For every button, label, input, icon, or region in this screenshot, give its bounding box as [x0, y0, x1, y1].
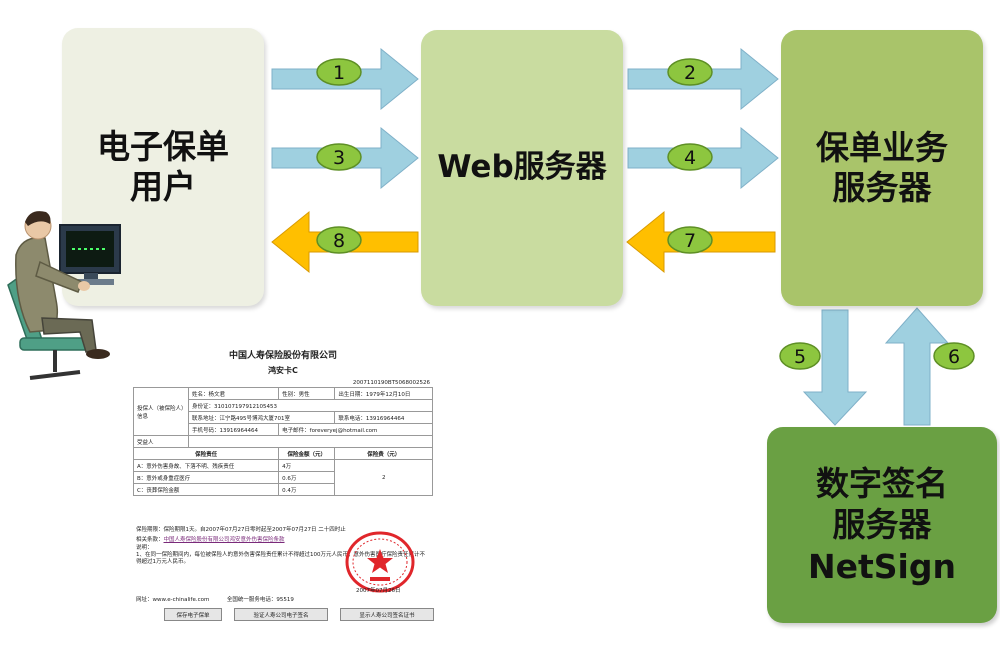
- verify-signature-button[interactable]: 验证人寿公司电子签名: [234, 608, 328, 621]
- arrow-step-4: 4: [627, 126, 779, 190]
- badge-7: [667, 226, 713, 254]
- cert-hotline: 全国统一服务电话：95519: [226, 597, 294, 603]
- insurance-policy-document: 中国人寿保险股份有限公司 鸿安卡C 2007110190BT5068002526…: [130, 345, 436, 625]
- node-web-server: Web服务器: [421, 30, 623, 306]
- cert-note: 说明： 1、在同一保险期间内，每位被保险人的意外伤害保险责任累计不得超过100万…: [136, 545, 426, 566]
- cert-period: 保险期限：保险期限1天。自2007年07月27日零时起至2007年07月27日 …: [136, 527, 346, 533]
- node-signature-server: 数字签名 服务器 NetSign: [767, 427, 997, 623]
- arrow-step-1: 1: [271, 47, 419, 111]
- cert-row-item: A：意外伤害身故、下落不明、残疾责任: [132, 459, 280, 472]
- arrow-step-6: 6: [884, 307, 975, 426]
- cert-note-text: 1、在同一保险期间内，每位被保险人的意外伤害保险责任累计不得超过100万元人民币…: [136, 552, 426, 566]
- cert-clause-label: 相关条款：: [136, 537, 164, 543]
- cert-col-amount: 保险金额（元）: [278, 447, 336, 460]
- arrow-step-7: 7: [626, 210, 776, 274]
- node-client: 电子保单 用户: [62, 28, 264, 306]
- cert-row-amount: 0.6万: [278, 471, 336, 484]
- badge-3: [316, 143, 362, 171]
- badge-8: [316, 226, 362, 254]
- cert-col-liability: 保险责任: [132, 447, 280, 460]
- node-business-server: 保单业务 服务器: [781, 30, 983, 306]
- badge-4: [667, 143, 713, 171]
- cert-birth: 出生日期：1979年12月10日: [334, 387, 433, 400]
- cert-email: 电子邮件：foreveryej@hotmail.com: [278, 423, 433, 436]
- step-label-5: 5: [794, 346, 806, 368]
- badge-2: [667, 58, 713, 86]
- step-label-3: 3: [333, 147, 345, 169]
- cert-row-premium: 2: [334, 459, 433, 496]
- cert-col-premium: 保险费（元）: [334, 447, 433, 460]
- company-seal-icon: [345, 531, 415, 593]
- step-label-8: 8: [333, 230, 345, 252]
- cert-gender: 性别：男性: [278, 387, 336, 400]
- arrow-step-2: 2: [627, 47, 779, 111]
- cert-name: 姓名：杨文君: [187, 387, 280, 400]
- cert-beneficiary: 受益人: [133, 435, 189, 448]
- cert-website: 网址：www.e-chinalife.com: [136, 597, 210, 603]
- show-certificate-button[interactable]: 显示人寿公司签名证书: [340, 608, 434, 621]
- badge-1: [316, 58, 362, 86]
- node-web-server-label: Web服务器: [437, 149, 607, 186]
- cert-row-item: B：意外或身重症医疗: [132, 471, 280, 484]
- arrow-step-5: 5: [779, 309, 868, 426]
- arrow-step-3: 3: [271, 126, 419, 190]
- cert-title: 中国人寿保险股份有限公司: [228, 351, 337, 361]
- cert-row-amount: 4万: [278, 459, 336, 472]
- save-policy-button[interactable]: 保存电子保单: [164, 608, 222, 621]
- arrow-step-8: 8: [271, 210, 419, 274]
- node-business-server-label: 保单业务 服务器: [816, 128, 948, 207]
- cert-subtitle: 鸿安卡C: [268, 366, 298, 375]
- cert-insured-label: 投保人（被保险人）信息: [133, 387, 189, 436]
- cert-phone: 联系电话：13916964464: [334, 411, 433, 424]
- cert-address: 联系地址：江宁路495号博鸿大厦701室: [187, 411, 336, 424]
- step-label-4: 4: [684, 147, 696, 169]
- node-client-label: 电子保单 用户: [97, 127, 229, 206]
- node-signature-server-label: 数字签名 服务器 NetSign: [808, 464, 956, 586]
- badge-6: [933, 342, 975, 370]
- step-label-1: 1: [333, 62, 345, 84]
- arrow-5-shape: [802, 309, 868, 426]
- cert-footer: 网址：www.e-chinalife.com 全国统一服务电话：95519: [136, 595, 294, 603]
- cert-clause-link[interactable]: 中国人寿保险股份有限公司鸿安意外伤害保险条款: [163, 537, 285, 543]
- cert-table: 投保人（被保险人）信息 姓名：杨文君 性别：男性 出生日期：1979年12月10…: [132, 387, 433, 496]
- step-label-2: 2: [684, 62, 696, 84]
- cert-row-item: C：丧葬保险金额: [132, 483, 280, 496]
- cert-policy-no: 2007110190BT5068002526: [352, 380, 430, 386]
- cert-row-amount: 0.4万: [278, 483, 336, 496]
- step-label-6: 6: [948, 346, 960, 368]
- cert-clause: 相关条款：中国人寿保险股份有限公司鸿安意外伤害保险条款: [136, 535, 285, 543]
- cert-id: 身份证：310107197912105453: [188, 399, 433, 412]
- cert-mobile: 手机号码：13916964464: [187, 423, 280, 436]
- cert-note-label: 说明：: [136, 545, 153, 551]
- cert-sign-date: 2007年07月26日: [356, 588, 401, 594]
- arrow-6-shape: [884, 307, 950, 426]
- badge-5: [779, 342, 821, 370]
- step-label-7: 7: [684, 230, 696, 252]
